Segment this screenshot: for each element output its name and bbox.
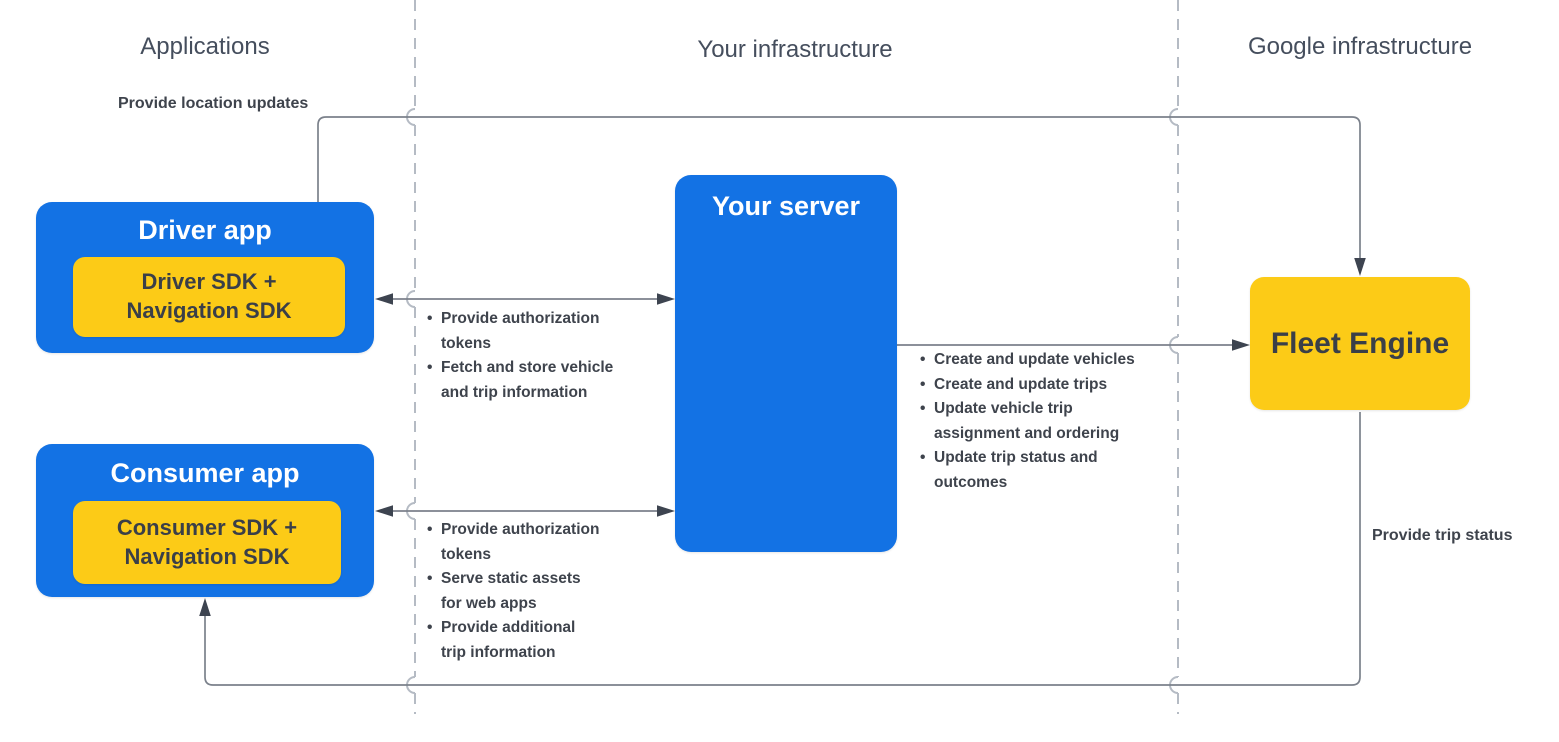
fleet-engine-box: Fleet Engine: [1250, 277, 1470, 410]
column-header-applications: Applications: [140, 33, 270, 60]
driver-server-arrowhead-left: [375, 293, 393, 305]
list-item: Create and update trips: [920, 373, 1176, 398]
list-item: Update trip status and outcomes: [920, 446, 1176, 495]
list-item: Provide authorization tokens: [427, 518, 647, 567]
trip-status-arrowhead: [199, 598, 211, 616]
list-item: Fetch and store vehicle and trip informa…: [427, 356, 647, 405]
location-updates-connector: [317, 116, 1361, 258]
driver-server-bullet-list: Provide authorization tokens Fetch and s…: [427, 307, 647, 405]
divider-hop-arcs-left: [406, 108, 416, 694]
server-fleet-bullet-list: Create and update vehicles Create and up…: [920, 348, 1176, 495]
consumer-app-title: Consumer app: [110, 458, 300, 488]
location-updates-label: Provide location updates: [118, 95, 309, 112]
consumer-server-arrowhead-right: [657, 505, 675, 517]
server-fleet-arrowhead: [1232, 339, 1250, 351]
consumer-sdk-box: Consumer SDK + Navigation SDK: [73, 501, 341, 584]
column-header-google-infrastructure: Google infrastructure: [1247, 33, 1473, 60]
driver-sdk-label: Driver SDK + Navigation SDK: [126, 269, 292, 323]
driver-app-title: Driver app: [138, 215, 272, 245]
trip-status-connector: [204, 412, 1361, 686]
driver-sdk-box: Driver SDK + Navigation SDK: [73, 257, 345, 337]
your-server-title: Your server: [711, 191, 861, 221]
driver-server-arrowhead-right: [657, 293, 675, 305]
consumer-server-arrowhead-left: [375, 505, 393, 517]
location-updates-arrowhead: [1354, 258, 1366, 276]
consumer-server-bullet-list: Provide authorization tokens Serve stati…: [427, 518, 647, 665]
list-item: Provide authorization tokens: [427, 307, 647, 356]
column-header-your-infrastructure: Your infrastructure: [697, 36, 893, 63]
list-item: Provide additional trip information: [427, 616, 647, 665]
consumer-sdk-label: Consumer SDK + Navigation SDK: [116, 514, 298, 569]
fleet-engine-title: Fleet Engine: [1270, 326, 1450, 360]
list-item: Create and update vehicles: [920, 348, 1176, 373]
list-item: Update vehicle trip assignment and order…: [920, 397, 1176, 446]
your-server-box: Your server: [675, 175, 897, 552]
list-item: Serve static assets for web apps: [427, 567, 647, 616]
trip-status-label: Provide trip status: [1372, 527, 1513, 544]
